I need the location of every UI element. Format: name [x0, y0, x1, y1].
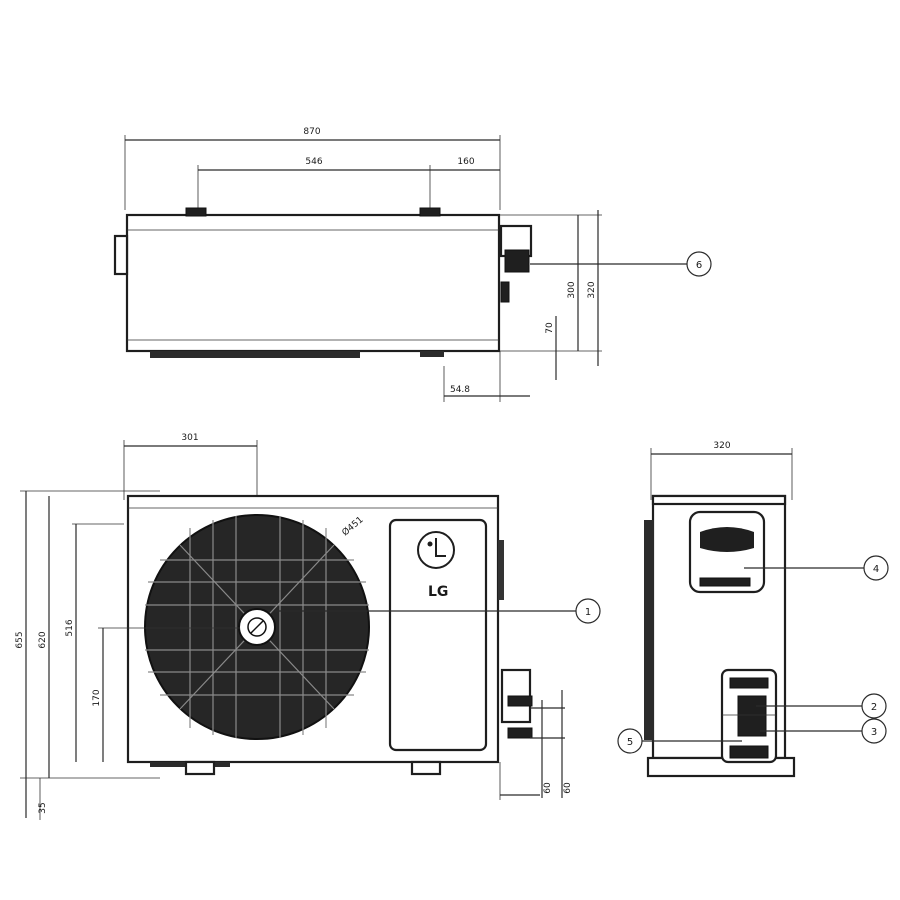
- side-view: 320 4 2 3 5: [617, 441, 889, 778]
- callout-4: [863, 555, 889, 581]
- top-view: 870 546 160 6 300 320 70: [113, 127, 712, 402]
- dim-pipe-offset: 54.8: [450, 385, 470, 395]
- callout-5-label: 5: [627, 737, 633, 748]
- dim-mount-height: 516: [65, 619, 75, 636]
- callout-4-label: 4: [873, 564, 879, 575]
- dim-foot: 35: [38, 802, 48, 813]
- front-view: 301 Ø451 LG 1: [15, 433, 601, 820]
- callout-6: [686, 251, 712, 277]
- dim-total-height: 655: [15, 631, 25, 648]
- callout-3: [861, 718, 887, 744]
- dim-side-b: 60: [563, 782, 573, 794]
- callout-3-label: 3: [871, 727, 877, 738]
- callout-5: [617, 728, 643, 754]
- dim-lower-height: 170: [92, 689, 102, 706]
- dim-height-a: 300: [567, 281, 577, 298]
- callout-6-label: 6: [696, 260, 702, 271]
- callout-1-label: 1: [585, 607, 591, 618]
- dim-pipe-height: 70: [545, 322, 555, 334]
- dim-mounting-span: 546: [305, 157, 322, 167]
- dim-fan-offset: 301: [181, 433, 198, 443]
- callout-2: [861, 693, 887, 719]
- callout-2-label: 2: [871, 702, 877, 713]
- dim-height-b: 320: [587, 281, 597, 298]
- dim-right-offset: 160: [457, 157, 474, 167]
- dim-overall-width: 870: [303, 127, 320, 137]
- dim-depth: 320: [713, 441, 730, 451]
- dim-body-height: 620: [38, 631, 48, 648]
- logo-text: LG: [428, 584, 448, 600]
- callout-1: [575, 598, 601, 624]
- dim-side-a: 60: [543, 782, 553, 794]
